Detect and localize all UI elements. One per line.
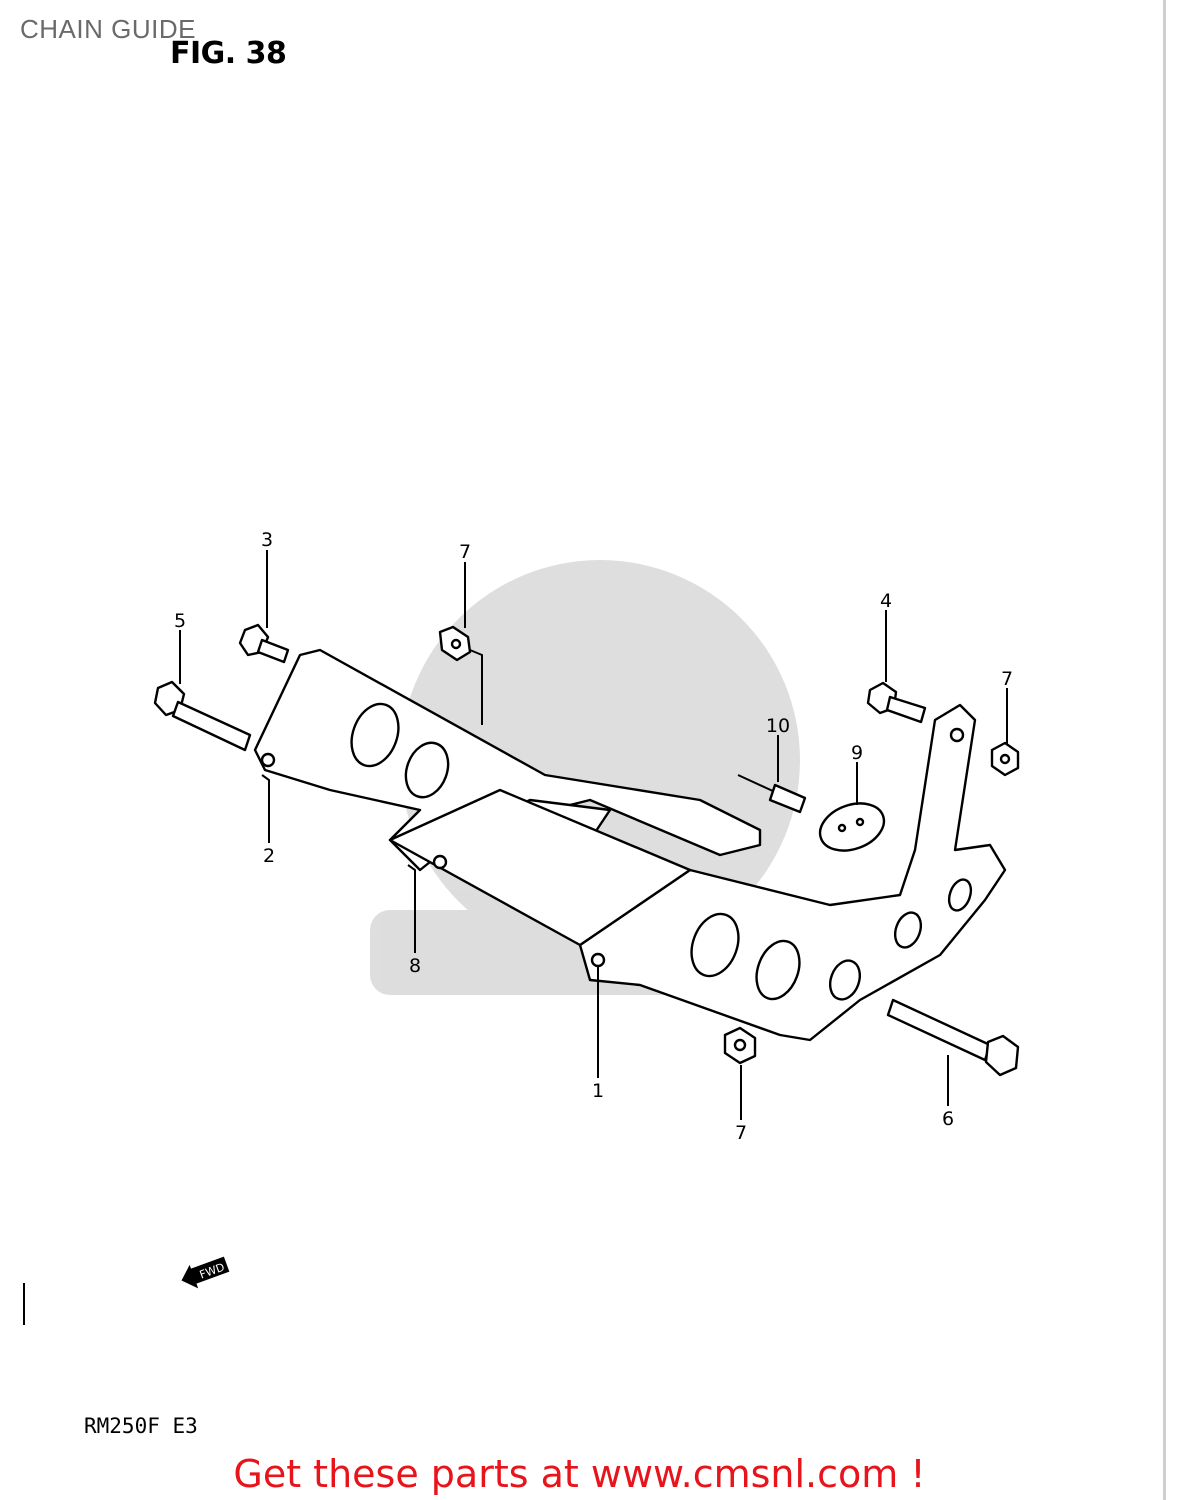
figure-number: FIG. 38	[170, 36, 287, 71]
page-title: CHAIN GUIDE	[20, 14, 196, 44]
callout-8: 8	[409, 955, 421, 977]
nut-7-right	[990, 741, 1020, 777]
callout-2: 2	[263, 845, 275, 867]
chain-guide-plate	[253, 648, 1007, 1042]
page-border	[1163, 0, 1166, 1500]
bolt-4	[866, 681, 927, 724]
get-parts-link[interactable]: Get these parts at www.cmsnl.com !	[233, 1452, 926, 1496]
rivet-10	[737, 774, 807, 814]
callout-4: 4	[880, 590, 892, 612]
model-code: RM250F E3	[84, 1414, 198, 1438]
callout-7-bottom: 7	[735, 1122, 747, 1144]
bolt-5	[153, 680, 252, 752]
callout-5: 5	[174, 610, 186, 632]
fwd-arrow-icon: FWD	[181, 1256, 230, 1289]
callout-6: 6	[942, 1108, 954, 1130]
leader-lines	[179, 550, 1008, 1120]
bolt-6	[886, 998, 1020, 1077]
bolt-3	[238, 623, 290, 664]
callout-3: 3	[261, 529, 273, 551]
nut-7-top	[438, 625, 472, 662]
fwd-label: FWD	[198, 1261, 227, 1282]
rubber-9	[818, 802, 886, 852]
callout-7-top: 7	[459, 541, 471, 563]
callout-10: 10	[766, 715, 790, 737]
callout-1: 1	[592, 1080, 604, 1102]
callout-9: 9	[851, 742, 863, 764]
nut-7-bottom	[723, 1026, 757, 1065]
callout-7-right: 7	[1001, 668, 1013, 690]
